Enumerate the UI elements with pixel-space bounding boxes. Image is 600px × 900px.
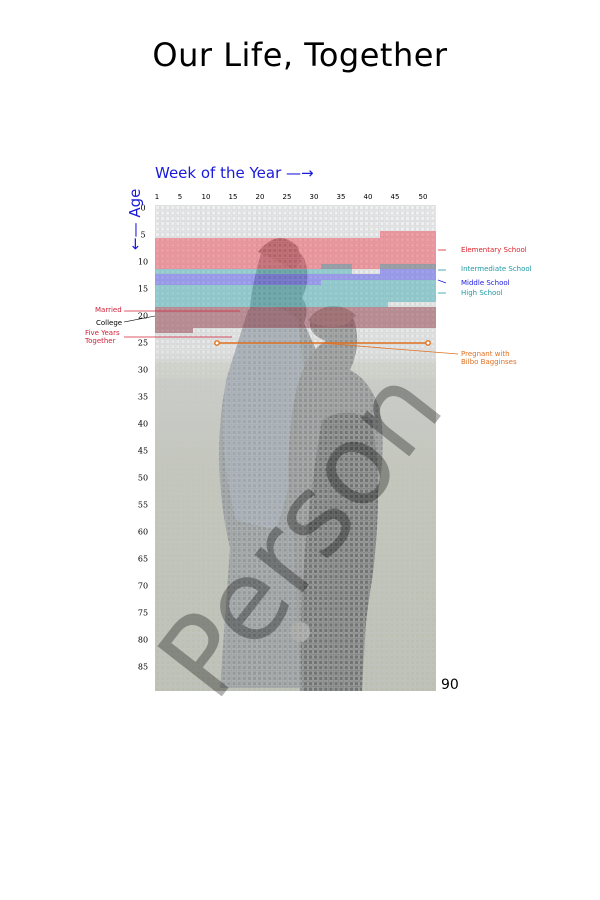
right-arrow-icon: —→ xyxy=(286,164,314,182)
together-label: Together xyxy=(85,337,116,345)
week-tick: 40 xyxy=(363,193,373,201)
age-tick: 15 xyxy=(137,284,149,294)
age-tick: 85 xyxy=(137,662,149,672)
week-tick: 45 xyxy=(390,193,400,201)
age-tick: 40 xyxy=(137,419,149,429)
married-label: Married xyxy=(95,306,122,314)
pregnancy-label-line1: Pregnant with xyxy=(461,350,510,358)
college-line xyxy=(123,315,156,323)
week-tick: 25 xyxy=(282,193,292,201)
college-block xyxy=(155,307,436,333)
week-tick: 1 xyxy=(154,193,160,201)
age-tick: 45 xyxy=(137,446,149,456)
high-school-block xyxy=(155,280,436,307)
age-tick: 10 xyxy=(137,257,149,267)
week-tick: 30 xyxy=(309,193,319,201)
age-tick: 55 xyxy=(137,500,149,510)
week-tick: 50 xyxy=(418,193,428,201)
week-tick: 35 xyxy=(336,193,346,201)
middle-school-label: Middle School xyxy=(461,279,510,287)
age-tick: 30 xyxy=(137,365,149,375)
age-tick: 0 xyxy=(140,203,146,213)
age-tick: 5 xyxy=(140,230,146,240)
age-tick: 65 xyxy=(137,554,149,564)
week-axis-title: Week of the Year —→ xyxy=(155,164,314,182)
age-tick: 50 xyxy=(137,473,149,483)
page-number: 90 xyxy=(441,677,459,693)
week-tick: 10 xyxy=(201,193,211,201)
intermediate-school-label: Intermediate School xyxy=(461,265,532,273)
high-school-label: High School xyxy=(461,289,503,297)
middle-school-block xyxy=(155,269,436,285)
week-tick: 20 xyxy=(255,193,265,201)
age-tick: 60 xyxy=(137,527,149,537)
age-tick: 70 xyxy=(137,581,149,591)
week-axis-label: Week of the Year xyxy=(155,164,282,182)
college-label: College xyxy=(96,319,123,327)
age-tick: 25 xyxy=(137,338,149,348)
five-years-label: Five Years xyxy=(85,329,120,337)
pregnancy-label-line2: Bilbo Bagginses xyxy=(461,358,517,366)
age-tick: 75 xyxy=(137,608,149,618)
intermediate-school-block xyxy=(155,264,436,274)
age-tick: 35 xyxy=(137,392,149,402)
pregnancy-event xyxy=(214,340,459,355)
age-tick: 20 xyxy=(137,311,149,321)
week-tick: 15 xyxy=(228,193,238,201)
week-tick: 5 xyxy=(177,193,183,201)
page-title: Our Life, Together xyxy=(152,36,448,74)
age-tick: 80 xyxy=(137,635,149,645)
elementary-school-label: Elementary School xyxy=(461,246,527,254)
elementary-school-block xyxy=(155,231,436,269)
